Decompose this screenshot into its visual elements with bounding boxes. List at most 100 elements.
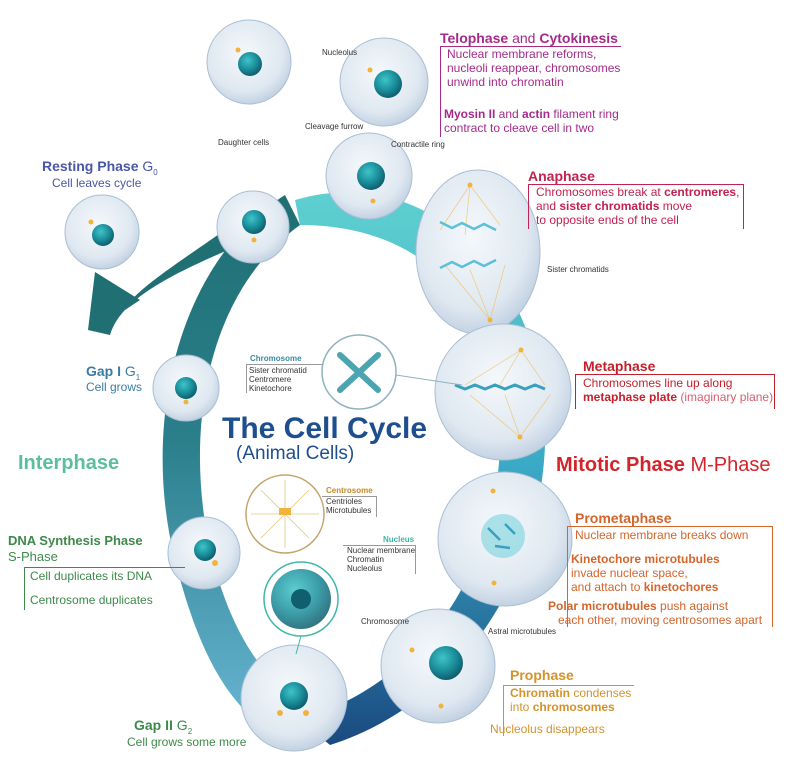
- prophase-into: into: [510, 700, 533, 714]
- contractile-ring-label: Contractile ring: [391, 140, 445, 149]
- metaphase-name: Metaphase: [583, 358, 656, 374]
- anaphase-centromeres: centromeres: [664, 185, 737, 199]
- chromosome-inset-box: [246, 364, 322, 393]
- chromosome-item-2: Centromere: [249, 375, 292, 384]
- cell-s: [167, 516, 241, 590]
- cell-g2: [240, 644, 348, 752]
- prometaphase-kinetochores: kinetochores: [643, 580, 719, 594]
- prophase-condenses: condenses: [570, 686, 632, 700]
- cell-telophase: [339, 37, 429, 127]
- chromosome-inset: [321, 334, 463, 410]
- cell-top-cycle: [216, 190, 290, 264]
- resting-desc: Cell leaves cycle: [52, 176, 142, 190]
- astral-microtubules-label: Astral microtubules: [488, 627, 557, 636]
- nucleolus-label: Nucleolus: [322, 48, 358, 57]
- resting-name: Resting Phase: [42, 158, 139, 174]
- chromosome-label: Chromosome: [361, 617, 410, 626]
- telophase-myosin: Myosin II: [444, 107, 496, 121]
- g2-desc: Cell grows some more: [127, 735, 247, 749]
- prometaphase-desc3b: each other, moving centrosomes apart: [558, 613, 763, 627]
- resting-g: G: [142, 158, 154, 174]
- anaphase-and: and: [536, 199, 560, 213]
- sister-chromatids-label: Sister chromatids: [547, 265, 609, 274]
- chromosome-inset-title: Chromosome: [250, 354, 302, 363]
- g2-label: Gap II G2: [134, 717, 192, 736]
- nucleus-item-2: Chromatin: [347, 555, 384, 564]
- chromosome-item-3: Kinetochore: [249, 384, 292, 393]
- anaphase-move: move: [659, 199, 693, 213]
- g1-label: Gap I G1: [86, 363, 140, 382]
- telophase-actin: actin: [522, 107, 551, 121]
- prophase-chromosomes: chromosomes: [532, 700, 615, 714]
- nucleus-inset-title: Nucleus: [383, 535, 415, 544]
- telophase-desc1: Nuclear membrane reforms,: [447, 47, 597, 61]
- prometaphase-desc2a: Kinetochore microtubules: [571, 552, 720, 566]
- prometaphase-desc2c: and attach to kinetochores: [571, 580, 719, 595]
- centrosome-inset-box: [322, 496, 377, 517]
- cell-cytokinesis: [325, 132, 413, 220]
- nucleus-inset-box: [343, 545, 416, 574]
- prophase-desc1b: into chromosomes: [510, 700, 615, 715]
- prometaphase-bracket: [567, 526, 773, 627]
- telophase-desc5: contract to cleave cell in two: [444, 121, 595, 135]
- g2-g: G: [176, 717, 188, 733]
- cell-prophase: [380, 608, 496, 724]
- cell-g1: [152, 354, 220, 422]
- anaphase-break: Chromosomes break at: [536, 185, 665, 199]
- anaphase-name: Anaphase: [528, 168, 595, 184]
- cell-resting: [64, 194, 140, 270]
- nucleus-item-3: Nucleolus: [347, 564, 383, 573]
- cleavage-furrow-label: Cleavage furrow: [305, 122, 364, 131]
- metaphase-imaginary: (imaginary plane): [677, 390, 774, 404]
- s-phase-desc2: Centrosome duplicates: [30, 593, 153, 607]
- centrosome-item-1: Centrioles: [326, 497, 363, 506]
- page-subtitle: (Animal Cells): [236, 443, 355, 464]
- anaphase-desc3: to opposite ends of the cell: [536, 213, 679, 227]
- cell-anaphase: [415, 169, 541, 335]
- g1-sub: 1: [135, 372, 141, 382]
- telophase-and2: and: [495, 107, 523, 121]
- cell-prometaphase: [437, 471, 573, 607]
- interphase-ring: [162, 195, 300, 740]
- prometaphase-desc2b: invade nuclear space,: [571, 566, 688, 580]
- s-phase-name: DNA Synthesis Phase: [8, 533, 143, 548]
- telophase-ring: filament ring: [550, 107, 619, 121]
- centrosome-item-2: Microtubules: [326, 506, 372, 515]
- g2-sub: 2: [187, 726, 193, 736]
- cell-daughter-left: [206, 19, 292, 105]
- prometaphase-attach: and attach to: [571, 580, 644, 594]
- metaphase-plate: metaphase plate: [583, 390, 678, 404]
- s-phase-bracket: [24, 567, 185, 610]
- nucleus-inset: [263, 561, 339, 655]
- telophase-desc4: Myosin II and actin filament ring: [444, 107, 619, 122]
- prophase-desc1: Chromatin condenses: [510, 686, 632, 701]
- prophase-chromatin: Chromatin: [510, 686, 570, 700]
- telophase-name: Telophase: [440, 30, 509, 46]
- metaphase-desc1: Chromosomes line up along: [583, 376, 733, 390]
- nucleus-item-1: Nuclear membrane: [347, 546, 416, 555]
- interphase-label: Interphase: [18, 452, 120, 474]
- g1-name: Gap I: [86, 363, 122, 379]
- s-phase-desc1: Cell duplicates its DNA: [30, 569, 153, 583]
- anaphase-desc1: Chromosomes break at centromeres,: [536, 185, 739, 200]
- prometaphase-polar: Polar microtubules: [548, 599, 657, 613]
- prophase-desc2: Nucleolus disappears: [490, 722, 605, 736]
- prometaphase-desc3: Polar microtubules push against: [548, 599, 728, 614]
- telophase-desc3: unwind into chromatin: [447, 75, 564, 89]
- mitotic-name: Mitotic Phase: [556, 454, 685, 476]
- cytokinesis-name: Cytokinesis: [539, 30, 618, 46]
- mitotic-label: Mitotic Phase M-Phase: [556, 454, 771, 477]
- telophase-and: and: [508, 30, 540, 46]
- prometaphase-desc1: Nuclear membrane breaks down: [575, 528, 749, 542]
- prophase-bracket: [503, 685, 634, 736]
- prometaphase-name: Prometaphase: [575, 510, 672, 526]
- resting-phase-label: Resting Phase G0: [42, 158, 158, 177]
- telophase-desc2: nucleoli reappear, chromosomes: [447, 61, 621, 75]
- metaphase-bracket: [575, 374, 775, 409]
- chromosome-item-1: Sister chromatid: [249, 366, 307, 375]
- metaphase-desc2: metaphase plate (imaginary plane): [583, 390, 774, 405]
- page-title: The Cell Cycle: [222, 412, 428, 445]
- g1-desc: Cell grows: [86, 380, 143, 394]
- g1-g: G: [124, 363, 136, 379]
